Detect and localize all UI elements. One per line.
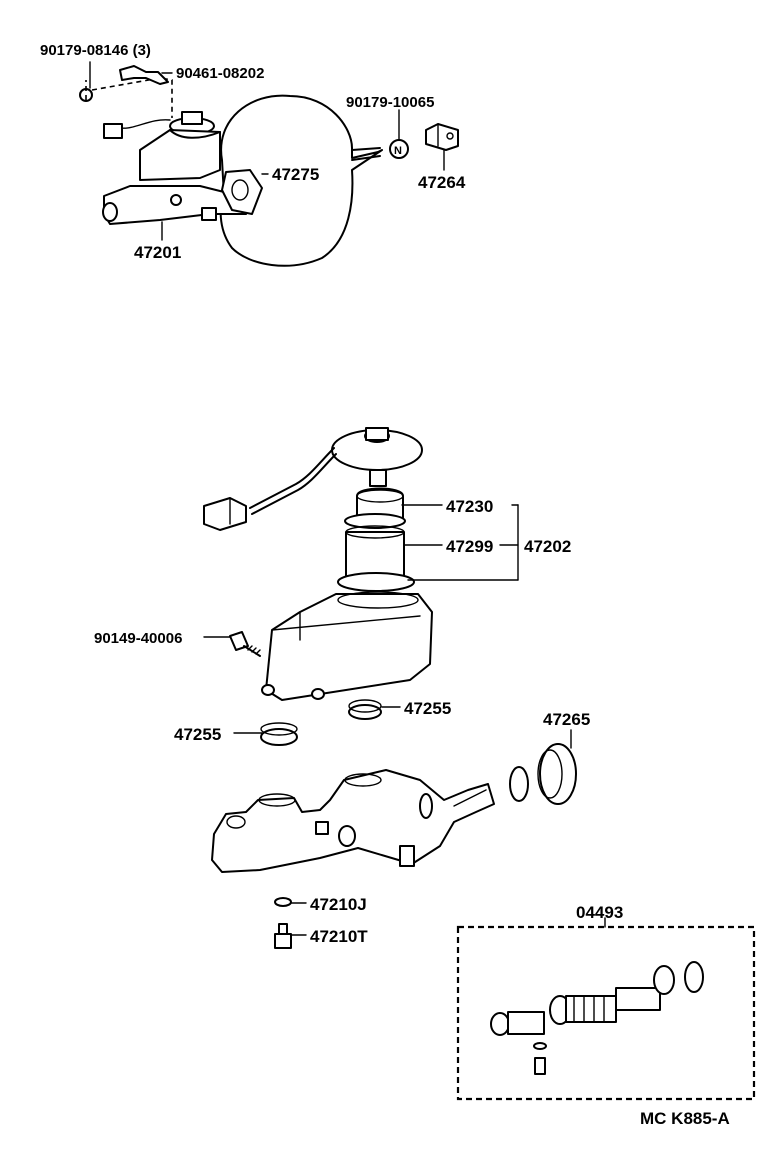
label-90149: 90149-40006 — [94, 630, 182, 647]
label-47265: 47265 — [543, 710, 590, 729]
label-47255-right: 47255 — [404, 699, 451, 718]
washer-47210j-icon — [274, 897, 292, 907]
label-47275: 47275 — [272, 165, 319, 184]
part-47299-shape — [337, 525, 415, 592]
brake-booster-outline — [219, 94, 383, 267]
label-nut-top: 90179-10065 — [346, 94, 434, 111]
piston-kit-icon — [490, 961, 704, 1075]
label-bolt-top: 90179-08146 (3) — [40, 42, 151, 59]
label-clamp-top: 90461-08202 — [176, 65, 264, 82]
top-assembly: N — [79, 65, 459, 267]
bolt-90149-icon — [229, 631, 261, 657]
label-04493: 04493 — [576, 903, 623, 922]
top-leader-lines — [89, 61, 445, 241]
top-reservoir — [103, 111, 221, 181]
middle-leader-lines — [203, 504, 572, 936]
label-47210t: 47210T — [310, 927, 368, 946]
svg-text:N: N — [394, 145, 402, 157]
part-47230-shape — [344, 487, 406, 529]
screw-47210t-icon — [274, 923, 292, 949]
reservoir-body — [261, 591, 433, 701]
seal-47265-icon — [509, 743, 577, 805]
label-47210j: 47210J — [310, 895, 367, 914]
clamp-icon — [119, 65, 169, 85]
label-47299: 47299 — [446, 537, 493, 556]
grommet-left-icon — [260, 722, 298, 746]
gasket-47275 — [221, 169, 263, 215]
label-47255-left: 47255 — [174, 725, 221, 744]
top-master-cylinder — [102, 185, 247, 225]
kit-04493-box — [456, 917, 756, 1101]
diagram-code: MC K885-A — [640, 1109, 730, 1128]
label-47202: 47202 — [524, 537, 571, 556]
master-cylinder-body — [211, 769, 495, 873]
reservoir-cap-assembly — [203, 427, 423, 531]
connector-icon — [203, 497, 247, 531]
label-47201: 47201 — [134, 243, 181, 262]
label-47264: 47264 — [418, 173, 466, 192]
label-47230: 47230 — [446, 497, 493, 516]
grommet-right-icon — [348, 699, 382, 720]
